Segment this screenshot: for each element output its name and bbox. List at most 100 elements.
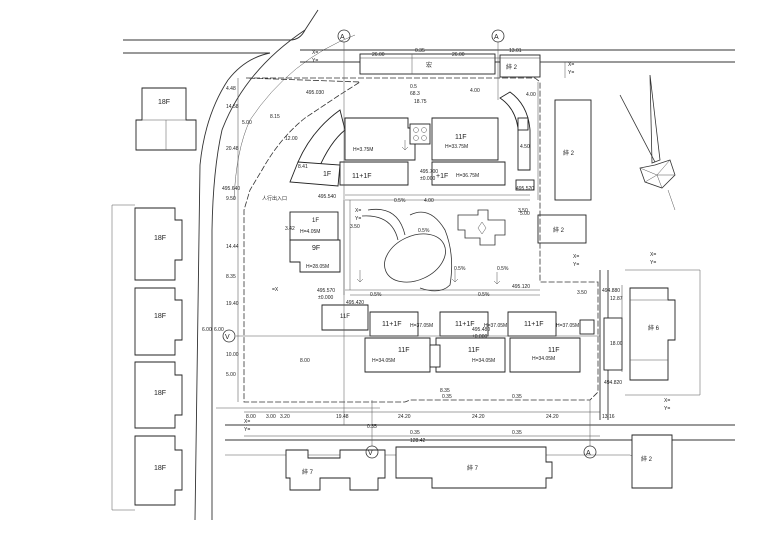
dim-right-4: 18.00 [610, 341, 623, 347]
dim-left-1: 14.58 [226, 104, 239, 110]
elev-11: 494.880 [602, 288, 620, 294]
dimensions-inner: 0.5 68.3 18.75 4.00 3.50 4.00 3.50 8.00 … [300, 84, 587, 394]
slope-1: 0.5% [394, 198, 406, 204]
axis-marker-bottom-right: A [586, 450, 591, 457]
bld-south-row-1-floors: 11+1F [382, 321, 402, 328]
coord-y-lower-right: Y= [664, 406, 670, 412]
bld-south-row-1-height: H=37.05M [410, 323, 433, 329]
neighbor-right-mid-label: 綷 2 [553, 226, 565, 234]
coord-x-top-right: X= [568, 62, 574, 68]
dim-inner-5: 4.00 [424, 198, 434, 204]
bld-north-mid-right-floors: +1F [436, 173, 448, 180]
neighbor-right-mid: 綷 2 [537, 214, 587, 244]
neighbor-bottom-right-label: 綷 2 [641, 455, 653, 463]
elev-4: ±0.000 [420, 176, 435, 182]
dim-curve-1: 8.15 [270, 114, 280, 120]
dim-bottom-total-1: 128.42 [410, 438, 426, 444]
bld-north-right-height: H=33.75M [445, 144, 468, 150]
elevations: 495.030 495.640 495.700 ±0.000 495.520 4… [222, 90, 622, 386]
bld-north-left-height: H=3.75M [353, 147, 373, 153]
neighbor-left-1-label: 18F [154, 235, 166, 242]
coord-x-lower-right: X= [664, 398, 670, 404]
neighbor-bottom-mid: 綷 7 [395, 446, 553, 489]
dim-bottom-total-2: 0.35 [512, 430, 522, 436]
dim-curve-4: 8.41 [298, 164, 308, 170]
neighbor-bottom-left-label: 綷 7 [302, 468, 314, 476]
neighbor-bottom-left: 綷 7 [285, 449, 386, 491]
neighbor-top-strip-label: 宏 [426, 61, 432, 69]
elev-8: ±0.000 [318, 295, 333, 301]
neighbor-right-block: 綷 6 [625, 269, 701, 396]
elev-5: 495.520 [516, 186, 534, 192]
dim-inner-3: 4.00 [470, 88, 480, 94]
bld-south-low-3-floors: 11F [548, 347, 560, 354]
misc-labels: 人行出入口 =X X= Y= X= Y= X= Y= X= Y= [262, 195, 670, 412]
dim-bottom-total-0: 0.35 [410, 430, 420, 436]
bld-south-row-3-floors: 11+1F [524, 321, 544, 328]
dimensions-top: 26.00 0.35 26.00 13.01 X= Y= [312, 48, 540, 64]
dim-right-1: 4.50 [520, 144, 530, 150]
neighbor-bottom-right: 綷 2 [631, 434, 673, 489]
dim-left-0: 4.48 [226, 86, 236, 92]
coord-x-mid: X= [355, 208, 361, 214]
neighbor-top-left-label: 18F [158, 99, 170, 106]
neighbor-left-4-label: 18F [154, 465, 166, 472]
dim-right-2: 5.00 [520, 211, 530, 217]
bld-south-low-2-height: H=34.05M [472, 358, 495, 364]
elev-9: 495.420 [346, 300, 364, 306]
elev-12: 495.480 [472, 327, 490, 333]
dim-top-2: 26.00 [452, 52, 465, 58]
dim-bottom-4: 24.20 [398, 414, 411, 420]
dim-left-6: 19.40 [226, 301, 239, 307]
slope-5: 0.5% [478, 292, 490, 298]
bld-south-11f-floors: 11F [340, 314, 350, 320]
neighbor-right-tall: 綷 2 [554, 99, 592, 201]
dim-inner-0: 0.5 [410, 84, 417, 90]
coord-y-far-right: Y= [650, 260, 656, 266]
dim-left-3: 9.50 [226, 196, 236, 202]
dim-left-road-0: 6.00 [202, 327, 212, 333]
bld-south-low-3-height: H=34.05M [532, 356, 555, 362]
elev-7: 495.570 [317, 288, 335, 294]
slope-6: 0.5% [370, 292, 382, 298]
site-buildings: H=3.75M 11F H=33.75M 11+1F +1F H=36.75M … [289, 91, 623, 373]
bld-north-mid-left-floors: 11+1F [352, 173, 372, 180]
slope-4: 0.5% [497, 266, 509, 272]
dim-inner-9: 3.50 [577, 290, 587, 296]
dim-top-0: 26.00 [372, 52, 385, 58]
neighbor-top-right-label: 綷 2 [506, 63, 518, 71]
bld-west-mid-height: H=28.05M [306, 264, 329, 270]
dimensions-left: 4.48 14.58 20.48 9.50 14.44 8.35 19.40 1… [202, 78, 239, 402]
coord-x-right: X= [573, 254, 579, 260]
coord-y-top-right: Y= [568, 70, 574, 76]
x-arrow-label: =X [272, 287, 279, 293]
slope-3: 0.5% [454, 266, 466, 272]
coord-x-far-right: X= [650, 252, 656, 258]
axis-marker-top-right: A [494, 34, 499, 41]
landscape [343, 194, 540, 296]
dim-left-8: 5.00 [226, 372, 236, 378]
bld-north-mid-right-height: H=36.75M [456, 173, 479, 179]
dim-bottom-3: 19.48 [336, 414, 349, 420]
dimensions-bottom: 8.00 3.00 3.20 19.48 24.20 24.20 24.20 1… [244, 394, 615, 444]
entrance-label: 人行出入口 [262, 195, 287, 202]
dim-bottom-6: 24.20 [546, 414, 559, 420]
neighbor-top-right: 綷 2 X= Y= [499, 54, 600, 78]
bld-south-low-1-height: H=34.05M [372, 358, 395, 364]
site-boundary [243, 77, 599, 403]
neighbor-top-strip: 宏 [359, 53, 496, 75]
dim-inner-6: 3.50 [518, 208, 528, 214]
dim-bottom-mid-0: 0.35 [367, 424, 377, 430]
dim-bottom-2: 3.20 [280, 414, 290, 420]
dim-left-4: 14.44 [226, 244, 239, 250]
neighbor-bottom-mid-label: 綷 7 [467, 464, 479, 472]
dim-curve-0: 5.00 [242, 120, 252, 126]
neighbor-right-block-label: 綷 6 [648, 324, 660, 332]
bld-1f-floors: 1F [323, 171, 331, 178]
dim-bottom-1: 3.00 [266, 414, 276, 420]
dim-inner-4: 3.50 [350, 224, 360, 230]
bld-south-row-2-floors: 11+1F [455, 321, 475, 328]
dim-bottom-7: 13.16 [602, 414, 615, 420]
neighbor-left-2-label: 18F [154, 313, 166, 320]
neighbor-right-tall-label: 綷 2 [563, 149, 575, 157]
